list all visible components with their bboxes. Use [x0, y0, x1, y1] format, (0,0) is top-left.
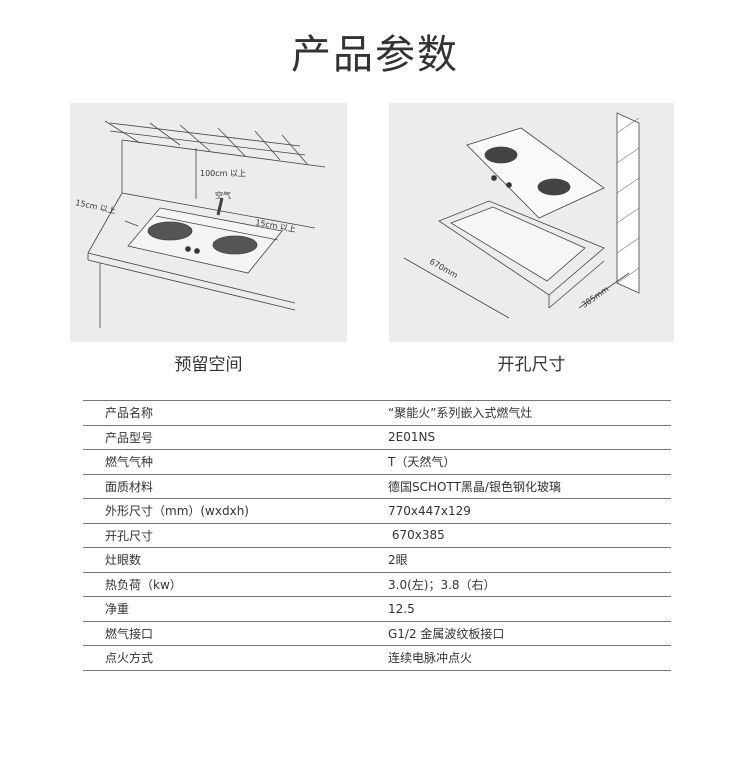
spec-value: T（天然气）: [388, 449, 671, 475]
spec-value: 连续电脉冲点火: [388, 645, 671, 671]
spec-label: 产品型号: [83, 425, 388, 450]
spec-label: 点火方式: [83, 645, 388, 671]
spec-label: 燃气接口: [83, 621, 388, 646]
spec-value: 3.0(左)；3.8（右）: [388, 572, 671, 597]
spec-value: 2E01NS: [388, 425, 671, 450]
table-row: 热负荷（kw）3.0(左)；3.8（右）: [83, 572, 671, 597]
label-height-clearance: 100cm 以上: [200, 169, 246, 178]
table-row: 外形尺寸（mm）(wxdxh)770x447x129: [83, 498, 671, 524]
cutout-dimension-diagram: 670mm 385mm: [389, 103, 674, 342]
table-row: 点火方式连续电脉冲点火: [83, 645, 671, 671]
spec-value: 670x385: [388, 523, 671, 548]
spec-label: 燃气气种: [83, 449, 388, 475]
wall-tiles: [104, 120, 326, 168]
page-title: 产品参数: [291, 32, 459, 78]
caption-clearance: 预留空间: [174, 355, 243, 375]
spec-value: 12.5: [388, 596, 671, 622]
spec-value: G1/2 金属波纹板接口: [388, 621, 671, 646]
spec-value: 德国SCHOTT黑晶/银色钢化玻璃: [388, 474, 671, 499]
table-row: 面质材料德国SCHOTT黑晶/银色钢化玻璃: [83, 474, 671, 499]
spec-label: 灶眼数: [83, 547, 388, 573]
label-cutout-depth: 385mm: [580, 284, 611, 309]
spec-label: 产品名称: [83, 400, 388, 426]
table-row: 开孔尺寸 670x385: [83, 523, 671, 548]
spec-label: 热负荷（kw）: [83, 572, 388, 597]
wall-hatch: [616, 112, 640, 294]
caption-cutout: 开孔尺寸: [497, 355, 566, 375]
spec-label: 外形尺寸（mm）(wxdxh): [83, 498, 388, 524]
label-left-clearance: 15cm 以上: [75, 198, 117, 215]
spec-value: 2眼: [388, 547, 671, 573]
spec-label: 净重: [83, 596, 388, 622]
spec-value: “聚能火”系列嵌入式燃气灶: [388, 400, 671, 426]
table-row: 产品名称“聚能火”系列嵌入式燃气灶: [83, 400, 671, 426]
spec-label: 开孔尺寸: [83, 523, 388, 548]
spec-value: 770x447x129: [388, 498, 671, 524]
label-cutout-width: 670mm: [428, 257, 459, 280]
installation-clearance-diagram: 100cm 以上 空气 15cm 以上 15cm 以上: [70, 103, 347, 342]
spec-label: 面质材料: [83, 474, 388, 499]
label-air: 空气: [215, 190, 231, 200]
